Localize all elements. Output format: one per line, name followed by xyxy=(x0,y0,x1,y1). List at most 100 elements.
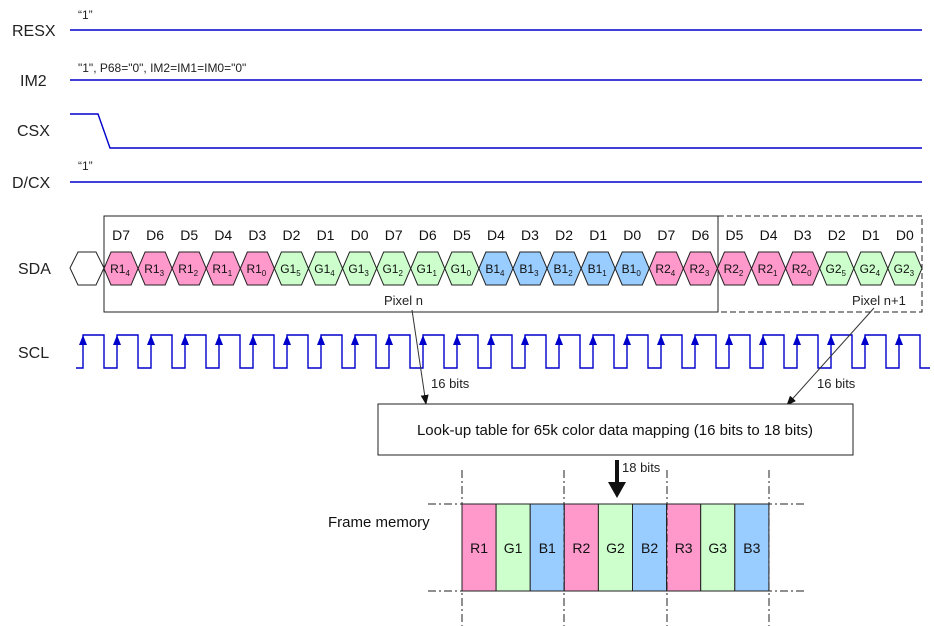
sda-cell-label: R10 xyxy=(246,262,266,278)
frame-memory-cell: B2 xyxy=(632,503,668,592)
sda-cell-label: G23 xyxy=(894,262,915,278)
frame-memory-cell: G1 xyxy=(495,503,531,592)
sda-bit-label: D3 xyxy=(794,227,812,243)
sda-bit-label: D6 xyxy=(419,227,437,243)
sda-bit-label: D1 xyxy=(862,227,880,243)
sda-bit-label: D7 xyxy=(657,227,675,243)
sda-bit-label: D1 xyxy=(589,227,607,243)
sda-bit-label: D0 xyxy=(351,227,369,243)
frame-memory-cell-label: B1 xyxy=(539,540,556,556)
sda-bit-label: D2 xyxy=(555,227,573,243)
sda-bit-label: D5 xyxy=(726,227,744,243)
scl-line xyxy=(76,334,930,369)
sda-bit-label: D0 xyxy=(623,227,641,243)
frame-memory-cell: B1 xyxy=(529,503,565,592)
pixel-n1-box xyxy=(718,215,923,313)
frame-memory-cell-rect xyxy=(734,503,770,592)
frame-memory-cell-rect xyxy=(597,503,634,592)
sda-bit-label: D7 xyxy=(385,227,403,243)
frame-memory-cell: G3 xyxy=(700,503,736,592)
sda-cell-label: G10 xyxy=(451,262,472,278)
left-16-bits-label: 16 bits xyxy=(431,376,470,391)
csx-wire xyxy=(70,113,922,149)
sda-bit-label: D1 xyxy=(317,227,335,243)
sda-cell-label: R24 xyxy=(655,262,675,278)
sda-bit-label: D3 xyxy=(248,227,266,243)
pixel-n-label: Pixel n xyxy=(384,293,423,308)
sda-bit-label: D0 xyxy=(896,227,914,243)
sda-cell-label: G13 xyxy=(348,262,369,278)
sda-cell-label: R23 xyxy=(690,262,710,278)
frame-memory-cell-label: R1 xyxy=(470,540,488,556)
sda-cell-label: G25 xyxy=(825,262,846,278)
frame-memory-cell: R2 xyxy=(563,503,599,592)
lut-box xyxy=(377,403,854,456)
sda-bit-label: D2 xyxy=(828,227,846,243)
frame-memory-cell-label: G1 xyxy=(504,540,523,556)
sda-cell-label: R22 xyxy=(724,262,744,278)
pixel-n1-label: Pixel n+1 xyxy=(852,293,906,308)
sda-cell-label: G15 xyxy=(280,262,301,278)
sda-cell-label: G24 xyxy=(860,262,881,278)
sda-cell-label: G11 xyxy=(417,262,438,278)
dcx-note: “1” xyxy=(78,159,93,173)
frame-memory-cell-label: B2 xyxy=(641,540,658,556)
sda-cell-label: R12 xyxy=(178,262,198,278)
sda-cell-label: R14 xyxy=(110,262,130,278)
resx-label: RESX xyxy=(12,23,56,40)
sda-bit-label: D4 xyxy=(760,227,778,243)
frame-memory-cell-rect xyxy=(632,503,668,592)
frame-memory-cell-label: G2 xyxy=(606,540,625,556)
frame-memory-cell: R3 xyxy=(666,503,702,592)
scl-wave xyxy=(76,334,930,369)
dcx-label: D/CX xyxy=(12,175,51,192)
resx-note: “1” xyxy=(78,8,93,22)
frame-memory-cell-rect xyxy=(666,503,702,592)
sda-bit-label: D5 xyxy=(453,227,471,243)
frame-memory-cell-rect xyxy=(700,503,736,592)
sda-bit-label: D3 xyxy=(521,227,539,243)
scl-label: SCL xyxy=(18,345,49,362)
sda-cell-label: R21 xyxy=(758,262,778,278)
frame-memory-cell: G2 xyxy=(597,503,634,592)
sda-cell-label: G14 xyxy=(314,262,335,278)
frame-memory-cell-label: G3 xyxy=(708,540,727,556)
csx-label: CSX xyxy=(17,123,50,140)
sda-bit-label: D6 xyxy=(146,227,164,243)
sda-label: SDA xyxy=(18,261,51,278)
pixel-n-box xyxy=(103,215,719,313)
sda-bit-label: D5 xyxy=(180,227,198,243)
18-bits-label: 18 bits xyxy=(622,460,661,475)
sda-cell-shape xyxy=(887,251,923,286)
frame-memory-cell-rect xyxy=(495,503,531,592)
sda-bit-label: D4 xyxy=(214,227,232,243)
sda-cell-label: R13 xyxy=(144,262,164,278)
frame-memory-cell-rect xyxy=(563,503,599,592)
sda-idle-cell xyxy=(69,251,105,286)
im2-label: IM2 xyxy=(20,73,47,90)
sda-bit-cells: D7R14D6R13D5R12D4R11D3R10D2G15D1G14D0G13… xyxy=(103,227,923,286)
sda-bit-label: D6 xyxy=(691,227,709,243)
